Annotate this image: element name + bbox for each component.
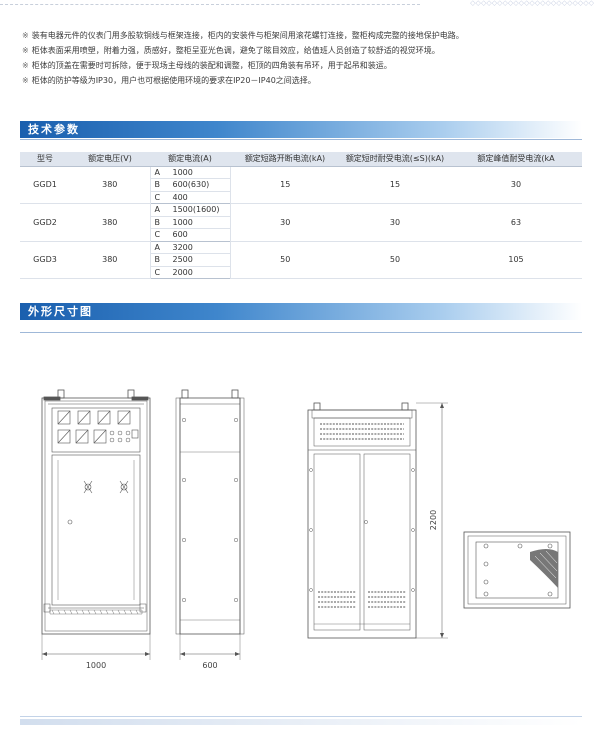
cell-current-value: 600: [170, 228, 231, 242]
top-decoration: ◇◇◇◇◇◇◇◇◇◇◇◇◇◇◇◇◇◇◇◇◇◇◇: [0, 0, 600, 10]
table-header-row: 型号 额定电压(V) 额定电流(A) 额定短路开断电流(kA) 额定短时耐受电流…: [20, 152, 582, 167]
cell-current-value: 1500(1600): [170, 203, 231, 217]
height-label: 2200: [429, 510, 438, 530]
base-view: [463, 531, 571, 609]
cell-breaking: 15: [230, 166, 340, 204]
spec-table: 型号 额定电压(V) 额定电流(A) 额定短路开断电流(kA) 额定短时耐受电流…: [20, 152, 582, 279]
cell-current-code: A: [149, 203, 171, 217]
cell-current-code: C: [149, 191, 171, 204]
cell-current-value: 3200: [170, 241, 231, 254]
cell-model: GGD2: [20, 203, 70, 242]
diamond-pattern: ◇◇◇◇◇◇◇◇◇◇◇◇◇◇◇◇◇◇◇◇◇◇◇: [470, 0, 594, 7]
table-row: B 1000: [20, 216, 582, 229]
feature-item: ※柜体的防护等级为IP30，用户也可根据使用环境的要求在IP20－IP40之间选…: [22, 76, 316, 85]
col-header-short-time: 额定短时耐受电流(≤S)(kA): [340, 152, 450, 167]
cell-voltage: 380: [70, 166, 150, 204]
cell-short-time: 30: [340, 203, 450, 242]
cell-model: GGD3: [20, 241, 70, 279]
cell-model: GGD1: [20, 166, 70, 204]
table-row: B 2500: [20, 253, 582, 267]
cell-voltage: 380: [70, 241, 150, 279]
feature-item: ※柜体表面采用喷塑，附着力强，质感好，整柜呈亚光色调，避免了眩目效应，给值班人员…: [22, 46, 440, 55]
cell-breaking: 50: [230, 241, 340, 279]
table-row: GGD3 380 A 3200 50 50 105: [20, 241, 582, 279]
bullet-mark: ※: [22, 46, 29, 55]
feature-item: ※柜体的顶盖在需要时可拆除，便于现场主母线的装配和调整，柜顶的四角装有吊环，用于…: [22, 61, 392, 70]
feature-item: ※装有电器元件的仪表门用多股软铜线与框架连接，柜内的安装件与柜架间用滚花螺钉连接…: [22, 31, 464, 40]
table-row: B 600(630): [20, 178, 582, 192]
cell-current-value: 1000: [170, 216, 231, 229]
feature-list: ※装有电器元件的仪表门用多股软铜线与框架连接，柜内的安装件与柜架间用滚花螺钉连接…: [22, 28, 592, 88]
cell-short-time: 15: [340, 166, 450, 204]
table-row: C 400: [20, 191, 582, 204]
section-header-tech-params: 技术参数: [20, 121, 582, 138]
cell-current-value: 400: [170, 191, 231, 204]
section-title: 技术参数: [28, 123, 80, 136]
dimension-drawing: 1000 600 2200: [41, 389, 571, 670]
cell-current-value: 2500: [170, 253, 231, 267]
cell-breaking: 30: [230, 203, 340, 242]
cell-short-time: 50: [340, 241, 450, 279]
bullet-mark: ※: [22, 31, 29, 40]
cell-current-value: 600(630): [170, 178, 231, 192]
bullet-mark: ※: [22, 61, 29, 70]
rear-view: [307, 402, 448, 639]
width-label: 1000: [86, 661, 106, 670]
cell-current-code: C: [149, 228, 171, 242]
section-header-dimensions: 外形尺寸图: [20, 303, 582, 320]
cell-current-code: A: [149, 241, 171, 254]
col-header-model: 型号: [20, 152, 70, 167]
bottom-decoration: [20, 719, 582, 725]
cell-peak: 63: [450, 203, 582, 242]
front-view: [41, 389, 151, 660]
cell-current-code: B: [149, 216, 171, 229]
section-rule: [20, 332, 582, 333]
table-row: C 2000: [20, 266, 582, 279]
bullet-mark: ※: [22, 76, 29, 85]
section-rule: [20, 139, 582, 140]
cell-peak: 30: [450, 166, 582, 204]
cell-current-code: B: [149, 253, 171, 267]
bottom-rule: [20, 716, 582, 717]
cell-current-value: 1000: [170, 166, 231, 179]
col-header-voltage: 额定电压(V): [70, 152, 150, 167]
section-title: 外形尺寸图: [28, 305, 93, 318]
cell-current-value: 2000: [170, 266, 231, 279]
cell-voltage: 380: [70, 203, 150, 242]
table-row: GGD2 380 A 1500(1600) 30 30 63: [20, 203, 582, 242]
depth-label: 600: [202, 661, 217, 670]
col-header-current: 额定电流(A): [150, 152, 230, 167]
col-header-peak: 额定峰值耐受电流(kA: [450, 152, 582, 167]
cell-current-code: C: [149, 266, 171, 279]
top-dashed-rule: [0, 4, 420, 5]
col-header-breaking: 额定短路开断电流(kA): [230, 152, 340, 167]
cell-current-code: A: [149, 166, 171, 179]
cell-peak: 105: [450, 241, 582, 279]
table-row: C 600: [20, 228, 582, 242]
table-row: GGD1 380 A 1000 15 15 30: [20, 166, 582, 204]
side-view: [175, 389, 245, 660]
cell-current-code: B: [149, 178, 171, 192]
